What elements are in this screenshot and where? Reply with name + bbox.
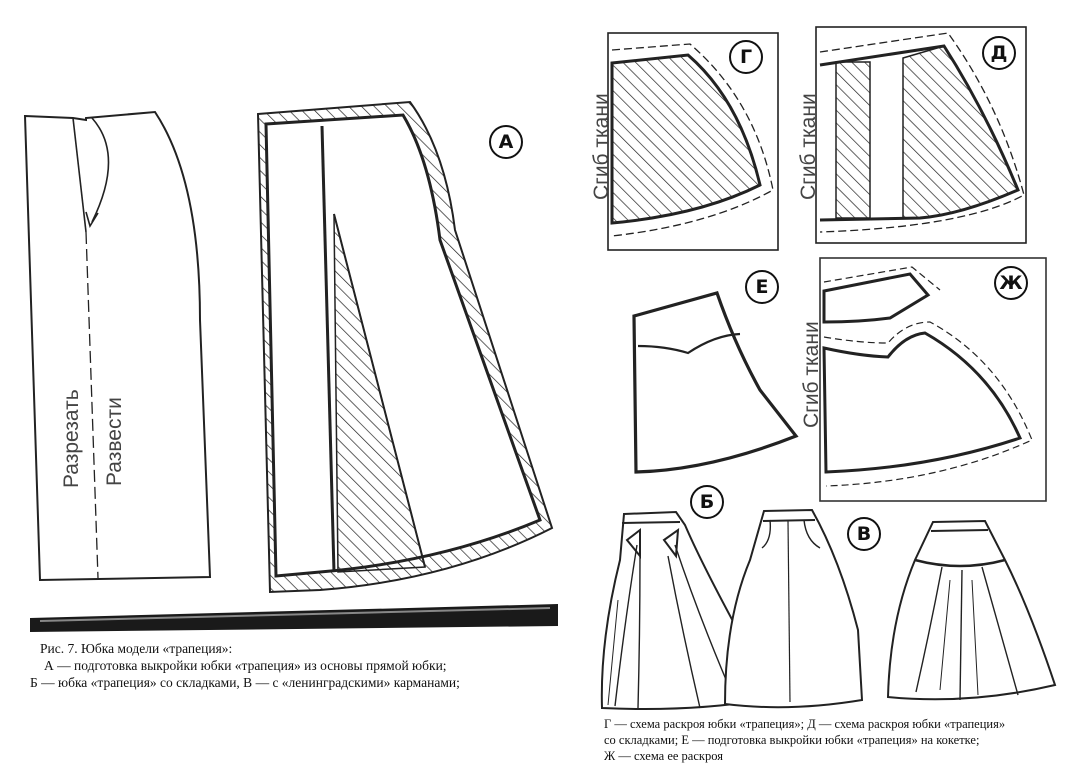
divider-rule bbox=[30, 604, 558, 632]
caption-right-line: Ж — схема ее раскроя bbox=[604, 749, 723, 763]
yoke-skirt-pattern-e bbox=[632, 291, 799, 474]
caption-left: Рис. 7. Юбка модели «трапеция»: А — подг… bbox=[30, 640, 460, 691]
caption-left-line: Б — юбка «трапеция» со складками, В — с … bbox=[30, 675, 460, 690]
caption-left-line: А — подготовка выкройки юбки «трапеция» … bbox=[44, 658, 447, 673]
label-d: Д bbox=[982, 36, 1016, 70]
straight-skirt-pattern bbox=[23, 110, 212, 582]
label-e: Е bbox=[745, 270, 779, 304]
caption-right-line: со складками; Е — подготовка выкройки юб… bbox=[604, 733, 980, 747]
fold-text-zh: Сгиб ткани bbox=[800, 321, 823, 428]
caption-right: Г — схема раскроя юбки «трапеция»; Д — с… bbox=[604, 716, 1005, 764]
label-g: Г bbox=[729, 40, 763, 74]
label-a: А bbox=[489, 125, 523, 159]
label-v: В bbox=[847, 517, 881, 551]
trapeze-pattern-a bbox=[256, 100, 554, 594]
layout-panel-zh bbox=[819, 257, 1047, 502]
fold-text-g: Сгиб ткани bbox=[590, 93, 613, 200]
layout-panel-g bbox=[607, 32, 779, 251]
label-b: Б bbox=[690, 485, 724, 519]
label-zh: Ж bbox=[994, 266, 1028, 300]
skirt-b-drawing bbox=[600, 510, 764, 710]
layout-panel-d bbox=[815, 26, 1027, 244]
cut-text: Разрезать bbox=[60, 389, 83, 488]
caption-right-line: Г — схема раскроя юбки «трапеция»; Д — с… bbox=[604, 717, 1006, 731]
skirt-pockets-drawing bbox=[723, 508, 864, 709]
skirt-v-drawing bbox=[886, 519, 1057, 701]
fold-text-d: Сгиб ткани bbox=[797, 93, 820, 200]
spread-text: Развести bbox=[103, 397, 126, 486]
caption-left-line: Рис. 7. Юбка модели «трапеция»: bbox=[40, 641, 233, 656]
